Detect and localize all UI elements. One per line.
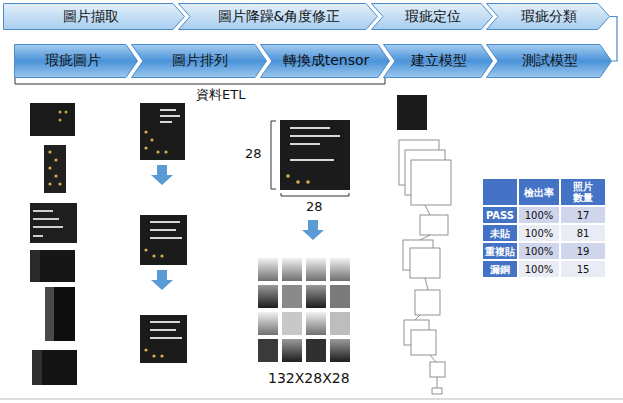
flow-connector	[610, 17, 617, 62]
table-text: 100%	[525, 210, 554, 221]
chevron-outline	[372, 4, 493, 30]
table-cell: 19	[560, 242, 606, 260]
chevron-outline	[487, 4, 610, 30]
dimension-label: 28	[245, 147, 262, 161]
chevron-outline	[487, 45, 612, 78]
process-chevron: 建立模型	[383, 44, 493, 78]
dimension-label: 132X28X28	[268, 371, 350, 386]
dimension-label: 28	[306, 200, 323, 214]
table-cell: 100%	[518, 224, 560, 242]
step-label: 圖片降躁&角度修正	[192, 3, 366, 30]
footer-rule	[0, 399, 623, 400]
process-chevron: 圖片降躁&角度修正	[178, 3, 378, 30]
process-chevron: 測試模型	[486, 44, 612, 78]
table-cell: 100%	[518, 206, 560, 224]
table-text: 19	[577, 246, 590, 257]
table-text: 81	[577, 228, 590, 239]
table-cell: 100%	[518, 242, 560, 260]
table-text: 100%	[525, 246, 554, 257]
chevron-outline	[15, 45, 138, 78]
table-cell: 檢出率	[518, 178, 560, 206]
step-label: 瑕疵定位	[385, 3, 481, 30]
process-chevron: 轉換成tensor	[260, 44, 390, 78]
chevron-outline	[384, 45, 493, 78]
table-cell: 15	[560, 260, 606, 278]
table-text: PASS	[486, 210, 514, 221]
tensor-illustration	[258, 120, 350, 362]
table-cell: 重複貼	[482, 242, 518, 260]
table-cell: 漏銅	[482, 260, 518, 278]
chevron-outline	[261, 45, 390, 78]
cnn-diagram	[397, 95, 451, 394]
table-text: 100%	[525, 228, 554, 239]
group-label: 資料ETL	[196, 88, 245, 102]
table-text: 照片數量	[572, 181, 594, 203]
table-cell: 照片數量	[560, 178, 606, 206]
table-text: 漏銅	[490, 264, 510, 275]
step-label: 轉換成tensor	[274, 44, 378, 78]
chip-photos	[140, 103, 187, 363]
process-chevron: 圖片排列	[131, 44, 267, 78]
process-chevron: 瑕疵分類	[486, 3, 610, 30]
step-label: 圖片擷取	[9, 3, 173, 30]
bracket	[15, 77, 385, 84]
process-chevron: 瑕疵圖片	[14, 44, 138, 78]
table-text: 檢出率	[524, 187, 554, 198]
table-text: 100%	[525, 264, 554, 275]
table-text: 未貼	[490, 228, 510, 239]
chevron-outline	[4, 4, 185, 30]
step-label: 圖片排列	[145, 44, 255, 78]
step-label: 瑕疵圖片	[20, 44, 126, 78]
process-chevron: 瑕疵定位	[371, 3, 493, 30]
step-label: 建立模型	[397, 44, 481, 78]
chip-photos	[30, 103, 77, 385]
table-cell: 未貼	[482, 224, 518, 242]
step-label: 瑕疵分類	[500, 3, 598, 30]
process-chevron: 圖片擷取	[3, 3, 185, 30]
table-cell: 17	[560, 206, 606, 224]
table-cell: 100%	[518, 260, 560, 278]
step-label: 測試模型	[500, 44, 600, 78]
chevron-outline	[179, 4, 378, 30]
table-text: 17	[577, 210, 590, 221]
chevron-outline	[132, 45, 267, 78]
table-cell	[482, 178, 518, 206]
table-cell: PASS	[482, 206, 518, 224]
table-cell: 81	[560, 224, 606, 242]
table-text: 15	[577, 264, 590, 275]
table-text: 重複貼	[485, 246, 515, 257]
